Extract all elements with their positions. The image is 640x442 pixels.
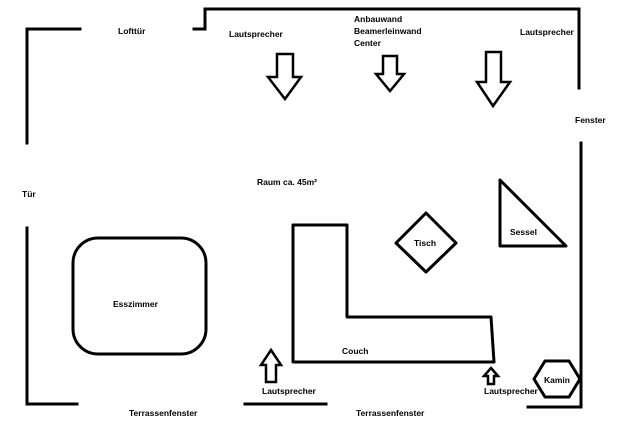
label-speaker-top-left: Lautsprecher — [229, 29, 283, 39]
speaker-arrow-bottom-right — [481, 366, 501, 386]
speaker-arrow-bottom-left — [258, 347, 284, 384]
speaker-arrow-top-right — [474, 50, 513, 109]
label-projector-screen: Beamerleinwand — [354, 26, 422, 36]
label-terrace-window-left: Terrassenfenster — [129, 408, 198, 418]
wall-bottom-left — [25, 226, 79, 406]
table-shape — [394, 211, 458, 274]
label-dining-room: Esszimmer — [113, 299, 158, 309]
walls — [25, 7, 583, 409]
label-loft-door: Lofttür — [118, 26, 146, 36]
wall-top-right — [192, 7, 581, 90]
label-couch: Couch — [342, 346, 369, 356]
label-center-speaker: Center — [354, 38, 381, 48]
couch-shape — [291, 223, 496, 364]
label-window: Fenster — [575, 115, 606, 125]
label-door: Tür — [22, 189, 36, 199]
label-terrace-window-right: Terrassenfenster — [356, 408, 425, 418]
label-speaker-top-right: Lautsprecher — [520, 27, 574, 37]
label-table: Tisch — [414, 238, 437, 248]
label-speaker-bottom-right: Lautsprecher — [484, 386, 538, 396]
fireplace-shape — [532, 359, 582, 399]
label-fireplace: Kamin — [544, 375, 570, 385]
wall-top-left — [25, 27, 82, 145]
dining-table-shape — [71, 236, 208, 356]
label-speaker-bottom-left: Lautsprecher — [262, 386, 316, 396]
label-armchair: Sessel — [510, 227, 537, 237]
speaker-arrow-top-left — [265, 52, 304, 102]
label-room-size: Raum ca. 45m² — [257, 177, 317, 187]
label-wall-unit: Anbauwand — [354, 14, 403, 24]
screen-arrow-top-center — [373, 54, 407, 93]
armchair-shape — [498, 178, 568, 248]
